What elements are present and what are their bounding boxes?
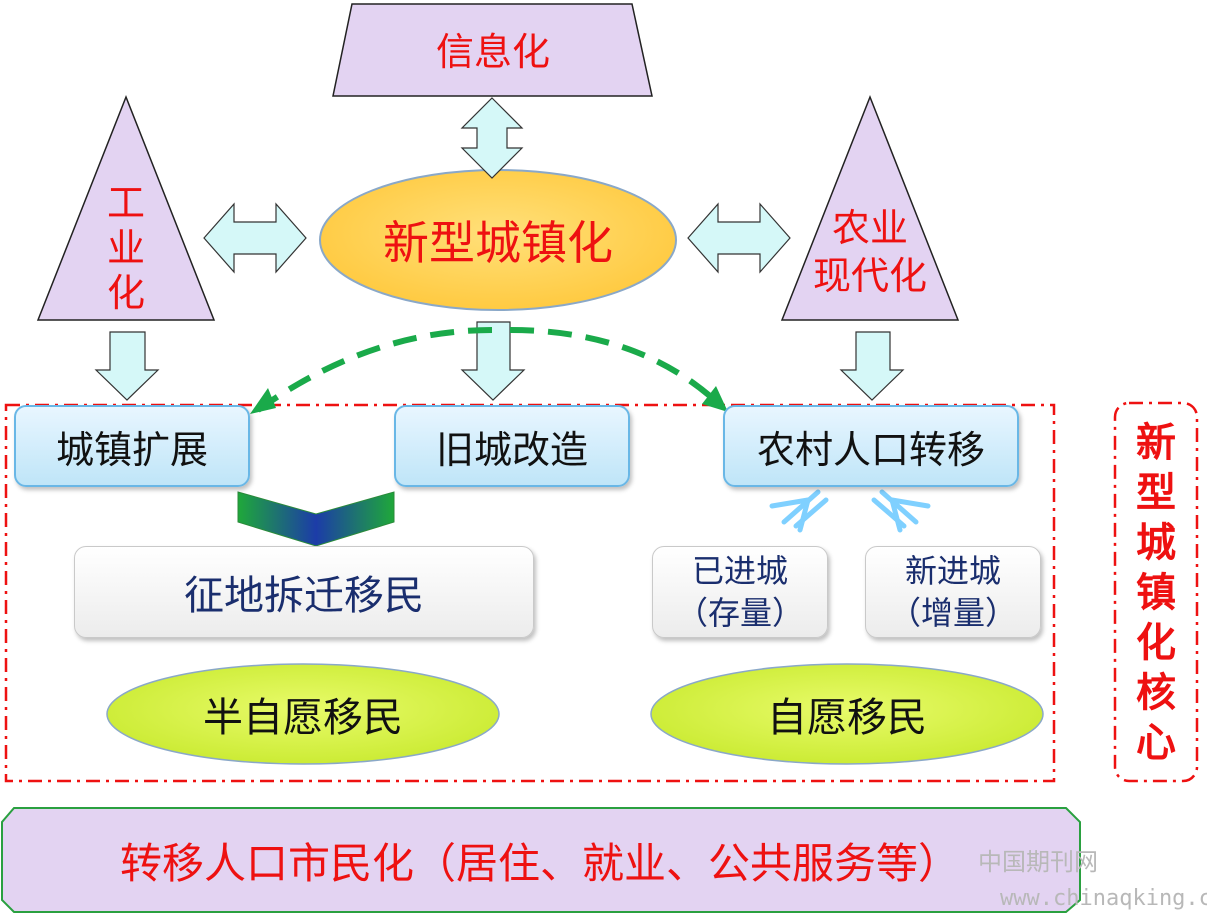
new-urban-label: 新进城 （增量）: [888, 552, 1017, 632]
voluntary-ellipse: [650, 663, 1044, 765]
double-arrow-left: [203, 202, 307, 274]
split-arrow-left: [769, 489, 829, 533]
side-core-label: 新 型 城 镇 化 核 心: [1136, 419, 1176, 766]
side-label-frame: [1113, 401, 1199, 783]
down-arrow-right: [839, 331, 905, 401]
industrialization-triangle: [36, 94, 216, 321]
split-arrow-right: [871, 489, 931, 533]
rural-transfer-box: [723, 405, 1019, 487]
double-arrow-right: [687, 202, 791, 274]
old-city-renewal-label: 旧城改造: [435, 427, 588, 472]
urban-expansion-label: 城镇扩展: [55, 427, 208, 472]
semi-voluntary-ellipse: [106, 663, 500, 765]
old-city-renewal-box: [394, 405, 630, 487]
info-label: 信息化: [435, 29, 550, 74]
semi-voluntary-label: 半自愿移民: [203, 695, 403, 741]
new-urban-box: [865, 546, 1041, 638]
agriculture-label: 农业 现代化: [812, 206, 927, 298]
dashed-curve-left: [256, 327, 493, 413]
bottom-banner-bg: [0, 807, 1081, 913]
rural-transfer-label: 农村人口转移: [756, 427, 985, 472]
watermark-name: 中国期刊网: [978, 848, 1098, 876]
urban-expansion-box: [14, 405, 250, 487]
dashed-curve-right: [509, 327, 723, 408]
agriculture-triangle: [780, 94, 960, 321]
dashed-curve-right-head: [702, 386, 728, 412]
info-trapezoid: [332, 3, 653, 97]
down-arrow-left: [94, 331, 160, 401]
voluntary-label: 自愿移民: [767, 695, 927, 741]
dashed-curve-left-head: [250, 388, 276, 414]
industrialization-label: 工 业 化: [106, 180, 145, 315]
new-urbanization-label: 新型城镇化: [383, 216, 613, 270]
watermark-url: www.chinaqking.com: [1000, 886, 1207, 911]
down-arrow-center: [460, 321, 526, 401]
existing-urban-box: [652, 546, 828, 638]
land-relocation-label: 征地拆迁移民: [184, 573, 424, 619]
land-relocation-box: [74, 546, 534, 638]
existing-urban-label: 已进城 （存量）: [675, 552, 804, 632]
gradient-chevron: [237, 491, 395, 547]
bottom-banner-label: 转移人口市民化（居住、就业、公共服务等）: [119, 838, 960, 888]
double-arrow-vertical: [460, 97, 524, 179]
